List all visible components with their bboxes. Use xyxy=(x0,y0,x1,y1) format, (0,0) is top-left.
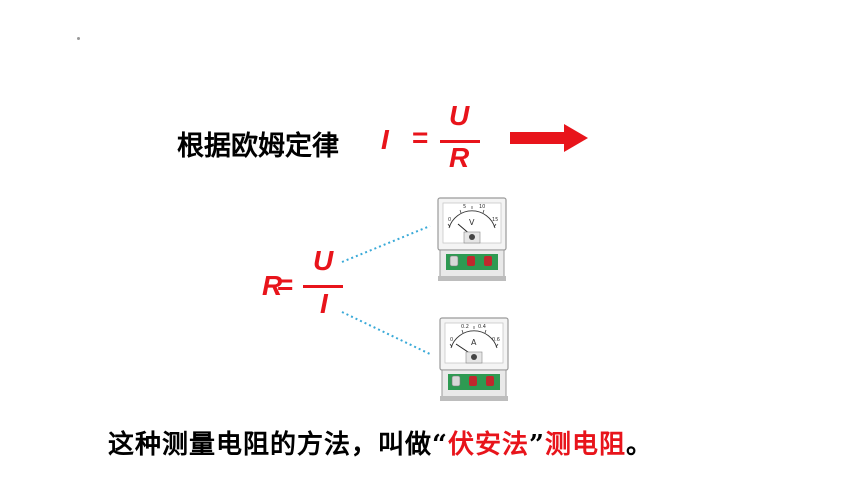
decorative-dot xyxy=(77,37,80,40)
formula-numerator-u: U xyxy=(449,100,470,131)
ammeter-symbol: A xyxy=(471,338,477,347)
caption-close-quote: ” xyxy=(529,430,545,460)
ohms-law-label: 根据欧姆定律 xyxy=(177,131,339,162)
voltmeter-symbol: V xyxy=(469,218,475,227)
ammeter-scale-02: 0.2 xyxy=(461,324,469,330)
voltmeter-scale-15: 15 xyxy=(492,217,498,223)
voltmeter-scale-10: 10 xyxy=(479,204,485,210)
formula-fraction-bar xyxy=(440,140,480,143)
derived-r-symbol: R xyxy=(262,270,283,301)
caption-sentence: 这种测量电阻的方法，叫做“伏安法”测电阻。 xyxy=(108,424,653,461)
derived-numerator-u: U xyxy=(313,245,334,276)
caption-part2: 测电阻 xyxy=(544,430,626,460)
ammeter-scale-04: 0.4 xyxy=(478,324,486,330)
caption-open-quote: “ xyxy=(432,430,448,460)
voltmeter-scale-5: 5 xyxy=(463,204,466,210)
caption-method: 伏安法 xyxy=(447,430,529,460)
caption-part1: 这种测量电阻的方法，叫做 xyxy=(108,430,433,460)
caption-end: 。 xyxy=(625,430,653,460)
voltmeter-scale-0: 0 xyxy=(448,217,451,223)
ammeter-scale-06: 0.6 xyxy=(492,337,500,343)
ammeter-image: 0 0.2 0.4 0.6 A xyxy=(439,317,509,401)
derived-equals: = xyxy=(277,269,294,300)
formula-equals: = xyxy=(412,122,429,153)
formula-current-symbol: I xyxy=(381,124,389,155)
arrow-right-icon xyxy=(510,124,588,152)
formula-denominator-r: R xyxy=(449,142,470,173)
voltmeter-image: 0 5 10 15 V xyxy=(437,197,507,281)
derived-fraction-bar xyxy=(303,285,343,288)
ammeter-scale-0: 0 xyxy=(450,337,453,343)
derived-denominator-i: I xyxy=(320,288,328,319)
